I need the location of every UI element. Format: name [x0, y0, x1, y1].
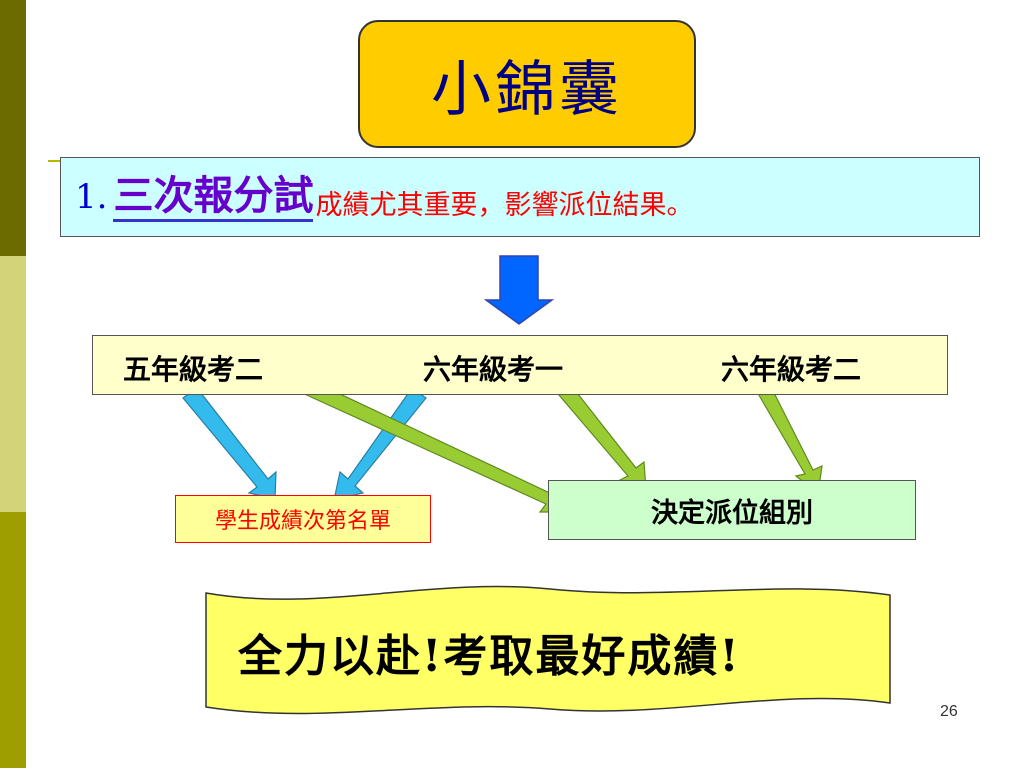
point-number: 1. — [75, 177, 108, 217]
stripe-middle — [0, 256, 26, 512]
exam-box: 五年級考二 六年級考一 六年級考二 — [92, 335, 948, 395]
arrow-exam1-to-list — [182, 387, 277, 500]
title-box: 小錦囊 — [358, 20, 696, 148]
point-text: 成績尤其重要，影響派位結果。 — [315, 189, 694, 221]
banner-text: 全力以赴!考取最好成績! — [238, 631, 741, 682]
placement-group-box: 決定派位組別 — [548, 480, 916, 540]
stripe-bottom — [0, 512, 26, 768]
student-list-box: 學生成績次第名單 — [175, 495, 431, 543]
exam-item: 六年級考一 — [423, 353, 564, 386]
point-term: 三次報分試 — [113, 172, 314, 222]
placement-group-label: 決定派位組別 — [651, 497, 813, 529]
arrow-exam2-to-group — [552, 379, 647, 491]
key-point-box: 1. 三次報分試 成績尤其重要，影響派位結果。 — [60, 157, 980, 237]
decor-tick — [48, 160, 62, 162]
page-number: 26 — [940, 703, 958, 720]
slide-title: 小錦囊 — [431, 54, 623, 125]
stripe-top — [0, 0, 26, 256]
wavy-banner — [205, 585, 891, 715]
arrow-exam3-to-group — [752, 378, 823, 496]
exam-item: 五年級考二 — [123, 353, 264, 386]
student-list-label: 學生成績次第名單 — [214, 509, 391, 534]
exam-item: 六年級考二 — [721, 353, 862, 386]
down-arrow-icon — [483, 255, 555, 325]
